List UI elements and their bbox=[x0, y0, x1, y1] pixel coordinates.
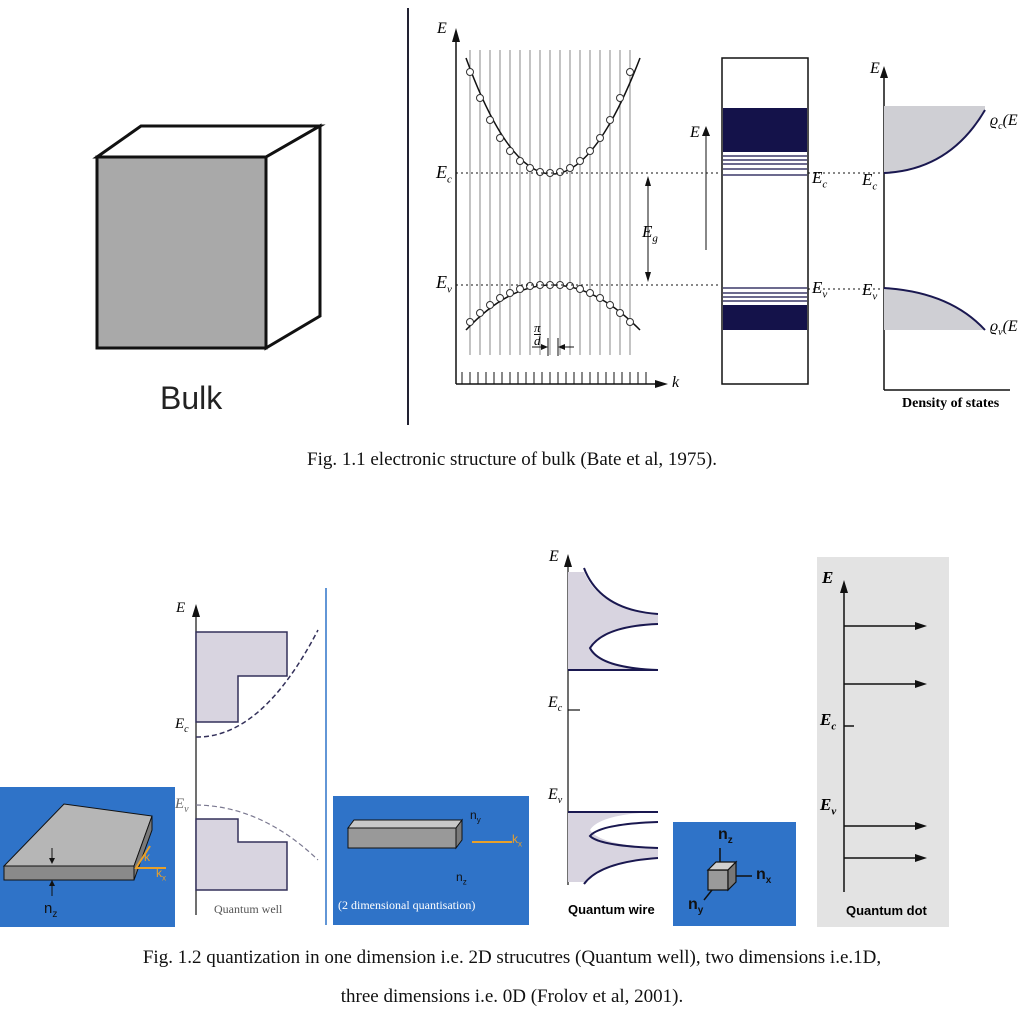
qwire-ec-label: Ec bbox=[548, 694, 563, 715]
band-box-ev-label: Ev bbox=[812, 278, 828, 301]
energy-band-box bbox=[702, 57, 880, 385]
wire-nz-label: nz bbox=[456, 870, 467, 887]
band-box-e-label: E bbox=[690, 124, 700, 141]
qw-label: Quantum well bbox=[214, 902, 283, 916]
dos-axis-e-label: E bbox=[870, 60, 880, 77]
density-of-states-plot bbox=[880, 66, 1010, 391]
ec-label: Ec bbox=[436, 162, 452, 186]
qwire-ev-label: Ev bbox=[548, 786, 563, 807]
pi-over-d-label: π d bbox=[534, 320, 541, 348]
fig2-caption-line1: Fig. 1.2 quantization in one dimension i… bbox=[142, 947, 882, 968]
bulk-label: Bulk bbox=[160, 380, 223, 416]
qw-e-label: E bbox=[176, 600, 186, 616]
band-box-ec-label: Ec bbox=[812, 168, 828, 191]
qw-ev-label: Ev bbox=[175, 796, 189, 815]
dot-nx-label: nx bbox=[756, 866, 772, 887]
dos-xlabel: Density of states bbox=[902, 396, 1000, 411]
dos-ec-label: Ec bbox=[862, 170, 878, 193]
dot-ny-label: ny bbox=[688, 896, 704, 917]
qw-ec-label: Ec bbox=[175, 716, 189, 735]
rho-v-label: ϱv(E bbox=[990, 318, 1018, 339]
qdot-e-label: E bbox=[822, 568, 834, 587]
quantum-well-plot bbox=[192, 604, 319, 915]
qwire-e-label: E bbox=[549, 548, 559, 565]
wire-caption: (2 dimensional quantisation) bbox=[338, 898, 476, 912]
quantum-wire-plot bbox=[564, 554, 659, 885]
quantum-dot-cube-panel bbox=[673, 822, 796, 926]
wire-ny-label: ny bbox=[470, 808, 481, 825]
fig2-caption-line2: three dimensions i.e. 0D (Frolov et al, … bbox=[340, 986, 684, 1007]
quantum-wire-rod-panel bbox=[333, 796, 529, 925]
qdot-ev-label: Ev bbox=[820, 795, 837, 818]
quantum-dot-plot bbox=[817, 557, 949, 927]
rho-c-label: ϱc(E bbox=[990, 112, 1018, 133]
qdot-ec-label: Ec bbox=[820, 710, 837, 733]
axis-k-label: k bbox=[672, 374, 680, 391]
qwire-label: Quantum wire bbox=[568, 902, 655, 917]
wire-kx-label: kx bbox=[512, 832, 522, 849]
quantum-well-slab-panel bbox=[0, 787, 175, 927]
dos-ev-label: Ev bbox=[862, 280, 878, 303]
fig1-caption: Fig. 1.1 electronic structure of bulk (B… bbox=[307, 449, 717, 470]
qdot-label: Quantum dot bbox=[846, 903, 927, 918]
bulk-cube bbox=[92, 123, 326, 351]
slab-k-label: k bbox=[144, 850, 150, 864]
band-dispersion-plot bbox=[452, 28, 720, 388]
eg-label: Eg bbox=[642, 222, 658, 245]
axis-e-label: E bbox=[437, 20, 447, 37]
slab-nz-label: nz bbox=[44, 900, 58, 920]
dot-nz-label: nz bbox=[718, 826, 733, 847]
ev-label: Ev bbox=[436, 272, 452, 296]
slab-kx-label: kx bbox=[156, 866, 166, 883]
